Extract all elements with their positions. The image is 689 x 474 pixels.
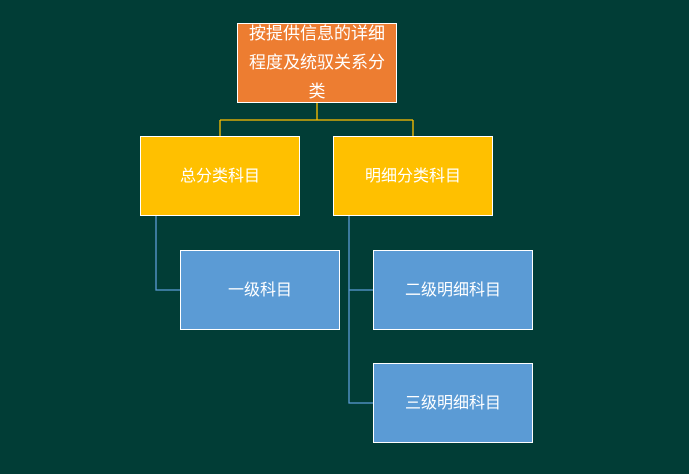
- level2-detail-node: 二级明细科目: [373, 250, 533, 330]
- detail-to-level3-line: [348, 216, 373, 404]
- level2-detail-label: 二级明细科目: [404, 280, 501, 299]
- general-ledger-label: 总分类科目: [179, 166, 260, 185]
- general-ledger-node: 总分类科目: [140, 136, 300, 216]
- general-to-level1-line: [155, 216, 180, 291]
- level3-detail-label: 三级明细科目: [404, 393, 501, 412]
- detail-ledger-node: 明细分类科目: [333, 136, 493, 216]
- level1-account-label: 一级科目: [227, 280, 292, 299]
- root-node: 按提供信息的详细程度及统驭关系分类: [237, 23, 397, 103]
- detail-ledger-label: 明细分类科目: [364, 166, 461, 185]
- level3-detail-node: 三级明细科目: [373, 363, 533, 443]
- root-node-label: 按提供信息的详细程度及统驭关系分类: [249, 23, 385, 102]
- level1-account-node: 一级科目: [180, 250, 340, 330]
